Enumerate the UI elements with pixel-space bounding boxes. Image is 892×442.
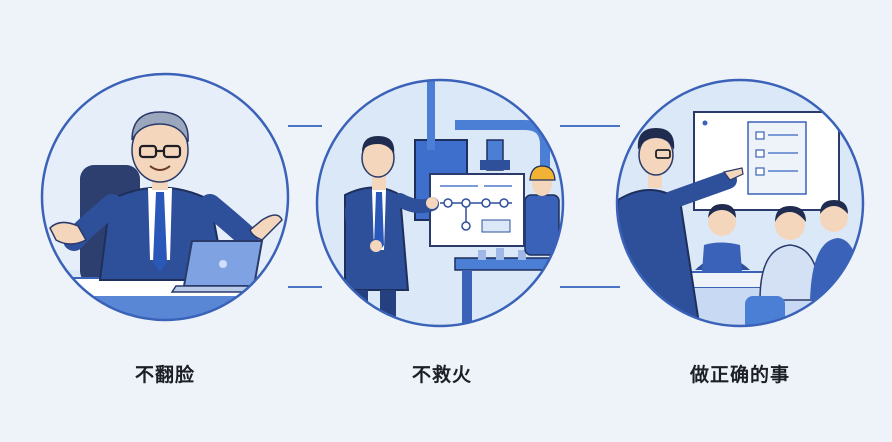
attendee-1 bbox=[695, 204, 750, 272]
presenter bbox=[344, 136, 439, 326]
worker bbox=[524, 165, 560, 256]
connector-lines bbox=[288, 125, 620, 288]
panel-3-caption: 做正确的事 bbox=[689, 364, 790, 386]
panel-1-caption: 不翻脸 bbox=[134, 364, 195, 386]
whiteboard bbox=[693, 111, 840, 211]
flowchart-board bbox=[429, 173, 525, 247]
panel-3-illustration bbox=[615, 78, 865, 328]
panel-1-illustration bbox=[40, 72, 290, 322]
glasses-icon bbox=[138, 144, 182, 159]
panel-2-illustration bbox=[315, 78, 565, 328]
pointing-presenter bbox=[617, 128, 744, 326]
panel-2-caption: 不救火 bbox=[411, 364, 472, 386]
workbench bbox=[454, 257, 563, 271]
